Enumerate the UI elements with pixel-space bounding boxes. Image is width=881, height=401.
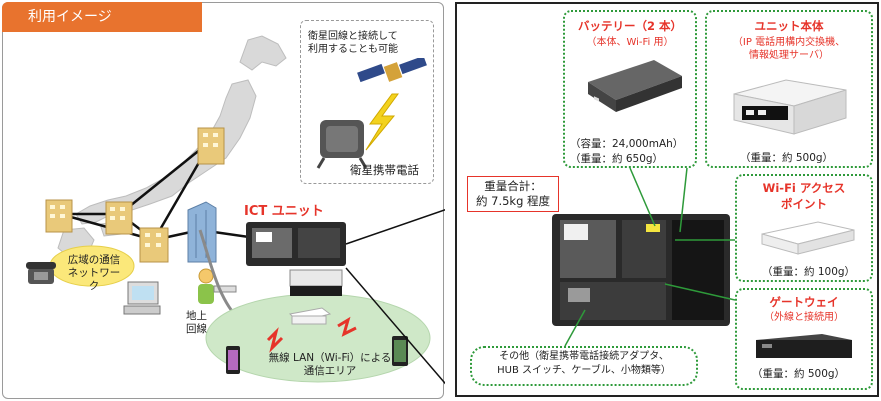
unit-main-image <box>733 79 847 135</box>
satellite-illustration <box>316 58 427 169</box>
wifi-ap-title-line1: Wi-Fi アクセス <box>762 181 846 195</box>
wifi-ap-image <box>761 221 855 255</box>
total-weight-box: 重量合計： 約 7.5kg 程度 <box>467 176 559 212</box>
usage-image-tab: 利用イメージ <box>2 2 202 32</box>
satellite-phone-icon <box>316 120 368 169</box>
wifi-ap-title-line2: ポイント <box>781 197 827 211</box>
wide-network-line1: 広域の通信 <box>67 254 121 266</box>
wide-network-label: 広域の通信 ネットワーク <box>66 254 122 293</box>
total-weight-line2: 約 7.5kg 程度 <box>475 194 551 208</box>
unit-main-subtitle: （IP 電話用構内交換機、 情報処理サーバ） <box>705 36 873 62</box>
unit-main-title: ユニット本体 <box>754 19 824 33</box>
landline-label: 地上 回線 <box>186 310 207 336</box>
network-illustration <box>26 35 445 385</box>
gateway-subtitle: （外線と接続用） <box>764 312 844 323</box>
smartphone-icon <box>226 336 408 374</box>
battery-title: バッテリー（2 本） <box>577 19 682 33</box>
others-label: その他（衛星携帯電話接続アダプタ、 HUB スイッチ、ケーブル、小物類等） <box>474 350 694 378</box>
wireless-area-line1: 無線 LAN（Wi-Fi）による <box>268 352 392 364</box>
satellite-note-line2: 利用することも可能 <box>308 44 398 55</box>
satellite-icon <box>357 58 427 83</box>
landline-line1: 地上 <box>186 310 207 322</box>
battery-weight: （重量：約 650g） <box>570 153 664 165</box>
ict-unit-image <box>246 222 346 296</box>
gateway-image <box>756 334 852 358</box>
signal-bolt-icon <box>365 93 399 151</box>
access-point-icon <box>288 307 332 325</box>
ict-unit-label: ICT ユニット <box>244 204 324 219</box>
others-box <box>470 346 698 386</box>
unit-main-subtitle-line1: （IP 電話用構内交換機、 <box>732 37 846 48</box>
wifi-ap-title: Wi-Fi アクセス ポイント <box>735 180 873 212</box>
telephone-icon <box>26 262 56 284</box>
others-line2: HUB スイッチ、ケーブル、小物類等） <box>497 365 671 376</box>
satellite-note-line1: 衛星回線と接続して <box>308 31 398 42</box>
wireless-area-line2: 通信エリア <box>303 365 357 377</box>
battery-subtitle: （本体、Wi-Fi 用） <box>586 37 674 48</box>
gateway-weight: （重量：約 500g） <box>752 368 846 380</box>
satellite-note: 衛星回線と接続して 利用することも可能 <box>308 30 428 56</box>
satellite-phone-label: 衛星携帯電話 <box>350 163 419 177</box>
battery-image <box>588 60 682 112</box>
wide-network-line2: ネットワーク <box>67 267 121 292</box>
wireless-area-label: 無線 LAN（Wi-Fi）による 通信エリア <box>262 352 398 378</box>
wifi-ap-weight: （重量：約 100g） <box>762 266 856 278</box>
gateway-title: ゲートウェイ <box>769 295 839 309</box>
ict-unit-open-case-image <box>552 214 730 326</box>
others-line1: その他（衛星携帯電話接続アダプタ、 <box>499 351 669 362</box>
component-connectors <box>564 167 736 347</box>
unit-main-weight: （重量：約 500g） <box>740 152 834 164</box>
computer-icon <box>123 281 161 315</box>
total-weight-line1: 重量合計： <box>484 179 542 193</box>
battery-capacity: （容量：24,000mAh） <box>570 138 684 150</box>
worker-icon <box>198 268 237 304</box>
wifi-ap-box <box>735 174 873 282</box>
unit-main-subtitle-line2: 情報処理サーバ） <box>749 50 829 61</box>
landline-line2: 回線 <box>186 323 207 335</box>
